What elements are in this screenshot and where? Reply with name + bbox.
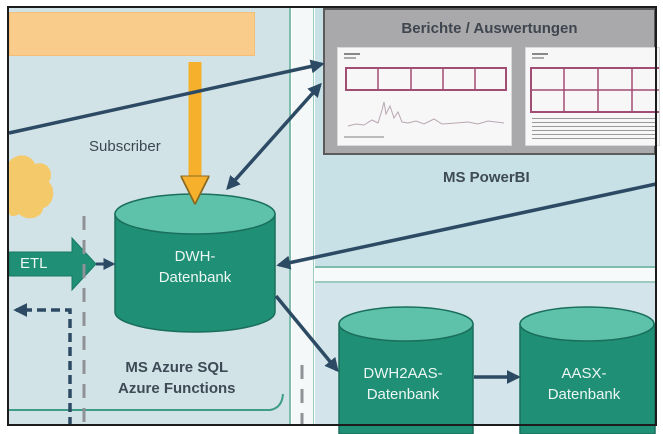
azure-label-line2: Azure Functions: [118, 380, 236, 397]
dwh2aas-label: DWH2AAS- Datenbank: [336, 363, 470, 405]
dwh-label: DWH- Datenbank: [114, 246, 276, 288]
arrow-to-reports: [8, 59, 325, 135]
aasx-label-line2: Datenbank: [547, 386, 621, 403]
source-system-bar: [9, 12, 255, 56]
report-thumbnail-table[interactable]: [525, 47, 660, 146]
dwh-database[interactable]: [114, 193, 276, 333]
report-thumbnail-content: [344, 53, 507, 138]
dwh-reports-bidirectional-arrow: [226, 82, 322, 191]
report-thumbnail-content: [530, 53, 659, 139]
aasx-database[interactable]: [519, 306, 656, 434]
aasx-label: AASX- Datenbank: [517, 363, 651, 405]
powerbi-label: MS PowerBI: [443, 169, 530, 186]
dwh2aas-label-line1: DWH2AAS-: [363, 365, 443, 382]
subscriber-label: Subscriber: [89, 138, 161, 155]
azure-label: MS Azure SQL Azure Functions: [118, 357, 236, 399]
reports-title: Berichte / Auswertungen: [401, 20, 578, 37]
azure-underline: [9, 393, 284, 411]
dwh2aas-database[interactable]: [338, 306, 474, 434]
dwh2aas-label-line2: Datenbank: [366, 386, 440, 403]
azure-label-line1: MS Azure SQL: [125, 359, 229, 376]
aasx-label-line1: AASX-: [561, 365, 607, 382]
panel-gap: [315, 268, 656, 281]
report-thumbnail-dashboard[interactable]: [337, 47, 512, 146]
cloud-icon: [9, 155, 54, 219]
dashed-feedback-arrow: [13, 303, 72, 426]
dwh-label-line2: Datenbank: [158, 269, 232, 286]
dwh-label-line1: DWH-: [174, 248, 216, 265]
etl-label: ETL: [20, 255, 48, 272]
arrow-into-dwh-from-right: [276, 182, 657, 270]
reports-box: Berichte / Auswertungen: [323, 8, 660, 155]
dwh-to-dwh2aas-arrow: [274, 294, 339, 373]
